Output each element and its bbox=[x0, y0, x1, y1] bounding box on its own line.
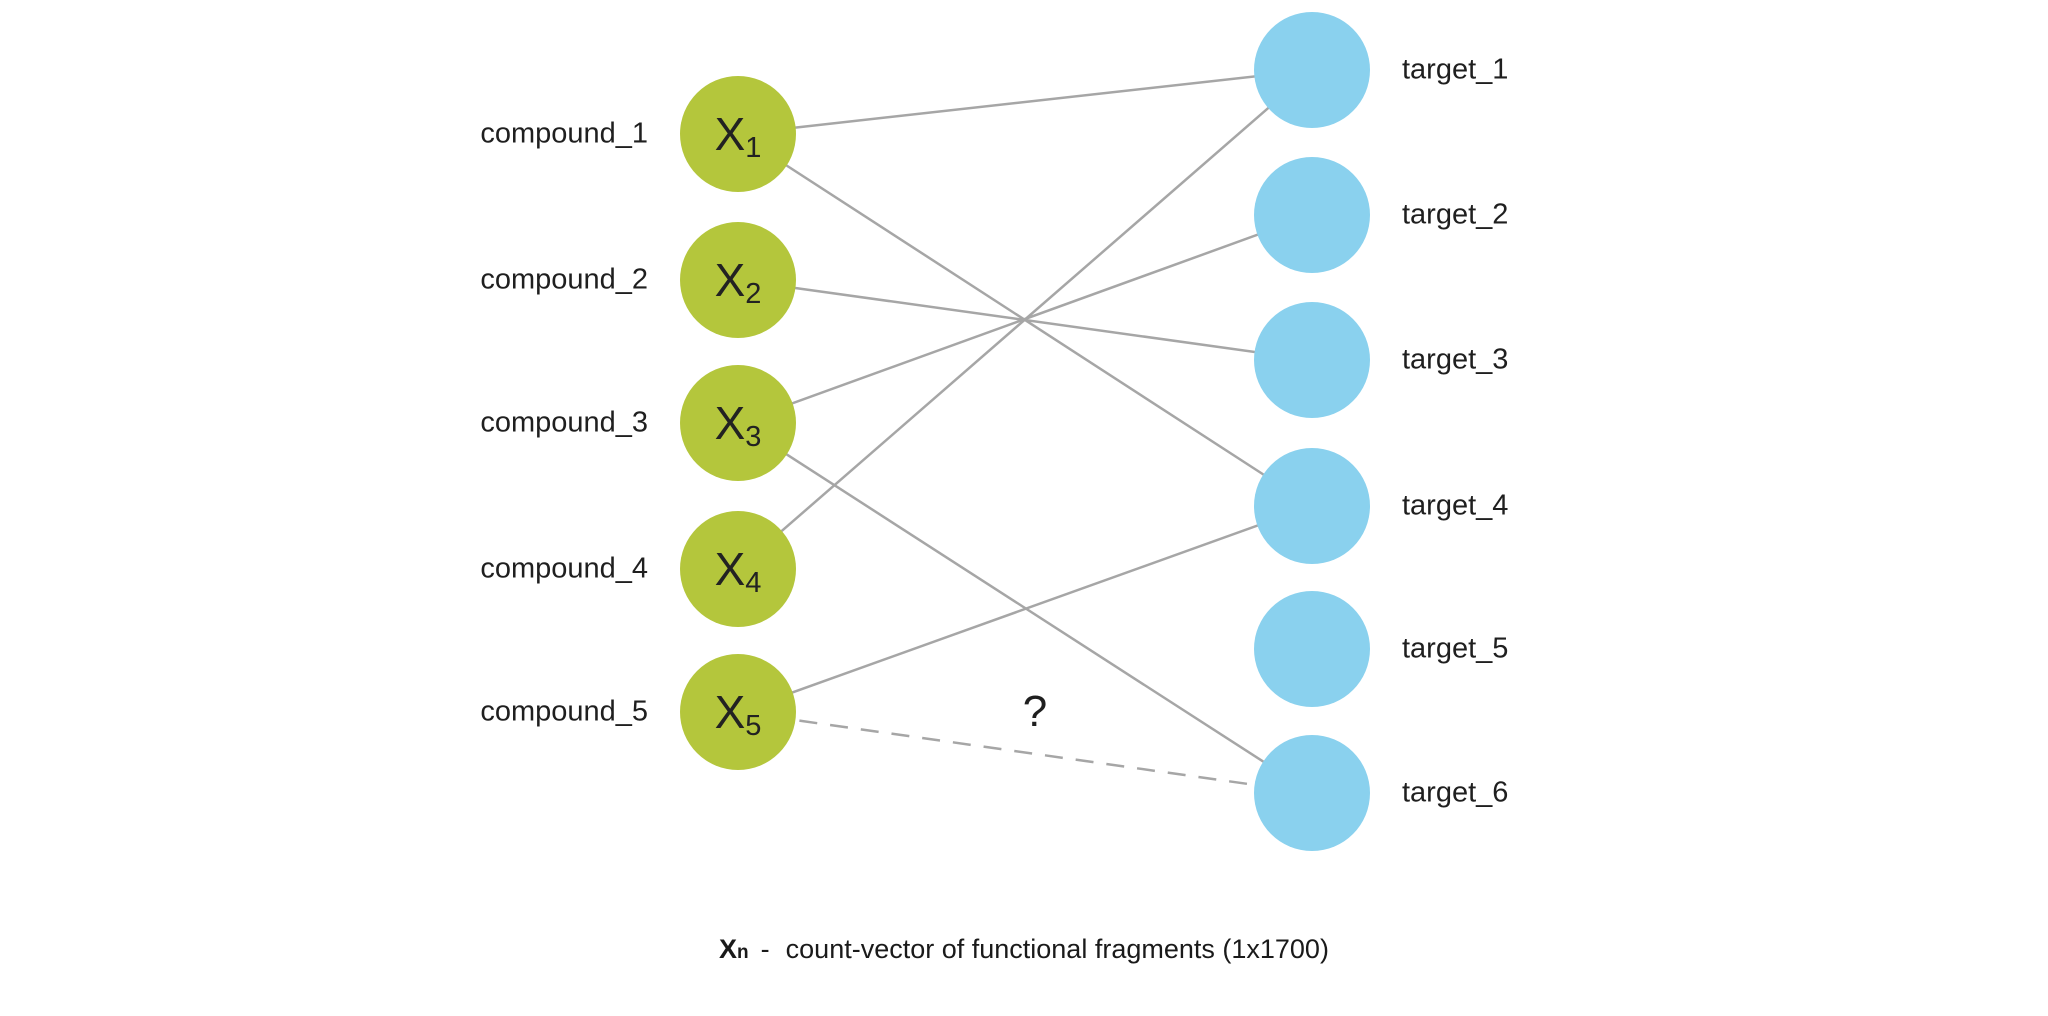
target-label: target_6 bbox=[1402, 776, 1509, 809]
target-label: target_5 bbox=[1402, 632, 1509, 665]
target-node bbox=[1254, 12, 1370, 128]
compound-label: compound_5 bbox=[480, 695, 648, 728]
edge-line bbox=[737, 68, 1313, 136]
compound-label: compound_4 bbox=[480, 552, 648, 585]
compound-label: compound_2 bbox=[480, 263, 648, 296]
compound-node-subscript: 2 bbox=[745, 277, 762, 310]
target-node bbox=[1254, 735, 1370, 851]
target-node bbox=[1254, 448, 1370, 564]
compound-node-symbol: X bbox=[714, 108, 746, 160]
caption-subscript: n bbox=[737, 942, 749, 963]
target-label: target_4 bbox=[1402, 489, 1509, 522]
target-node bbox=[1254, 591, 1370, 707]
caption-text: count-vector of functional fragments (1x… bbox=[785, 934, 1329, 964]
target-node bbox=[1254, 302, 1370, 418]
target-label: target_2 bbox=[1402, 198, 1509, 231]
compound-label: compound_3 bbox=[480, 406, 648, 439]
unknown-edge-label: ? bbox=[1022, 687, 1048, 736]
compound-node-subscript: 1 bbox=[745, 131, 762, 164]
compound-node-symbol: X bbox=[714, 686, 746, 738]
edge-dashed-line bbox=[737, 710, 1313, 795]
target-label: target_1 bbox=[1402, 53, 1509, 86]
compound-node-symbol: X bbox=[714, 254, 746, 306]
edge-line bbox=[737, 69, 1313, 570]
target-label: target_3 bbox=[1402, 343, 1509, 376]
compound-node-symbol: X bbox=[714, 397, 746, 449]
edge-line bbox=[737, 504, 1313, 714]
compound-label: compound_1 bbox=[480, 117, 648, 150]
compound-node-subscript: 3 bbox=[745, 420, 762, 453]
target-node bbox=[1254, 157, 1370, 273]
compound-node-symbol: X bbox=[714, 543, 746, 595]
caption: Xn-count-vector of functional fragments … bbox=[0, 934, 2048, 965]
caption-symbol: X bbox=[719, 934, 738, 964]
caption-separator: - bbox=[760, 934, 770, 964]
compound-node-subscript: 4 bbox=[745, 566, 762, 599]
compound-node-subscript: 5 bbox=[745, 709, 762, 742]
